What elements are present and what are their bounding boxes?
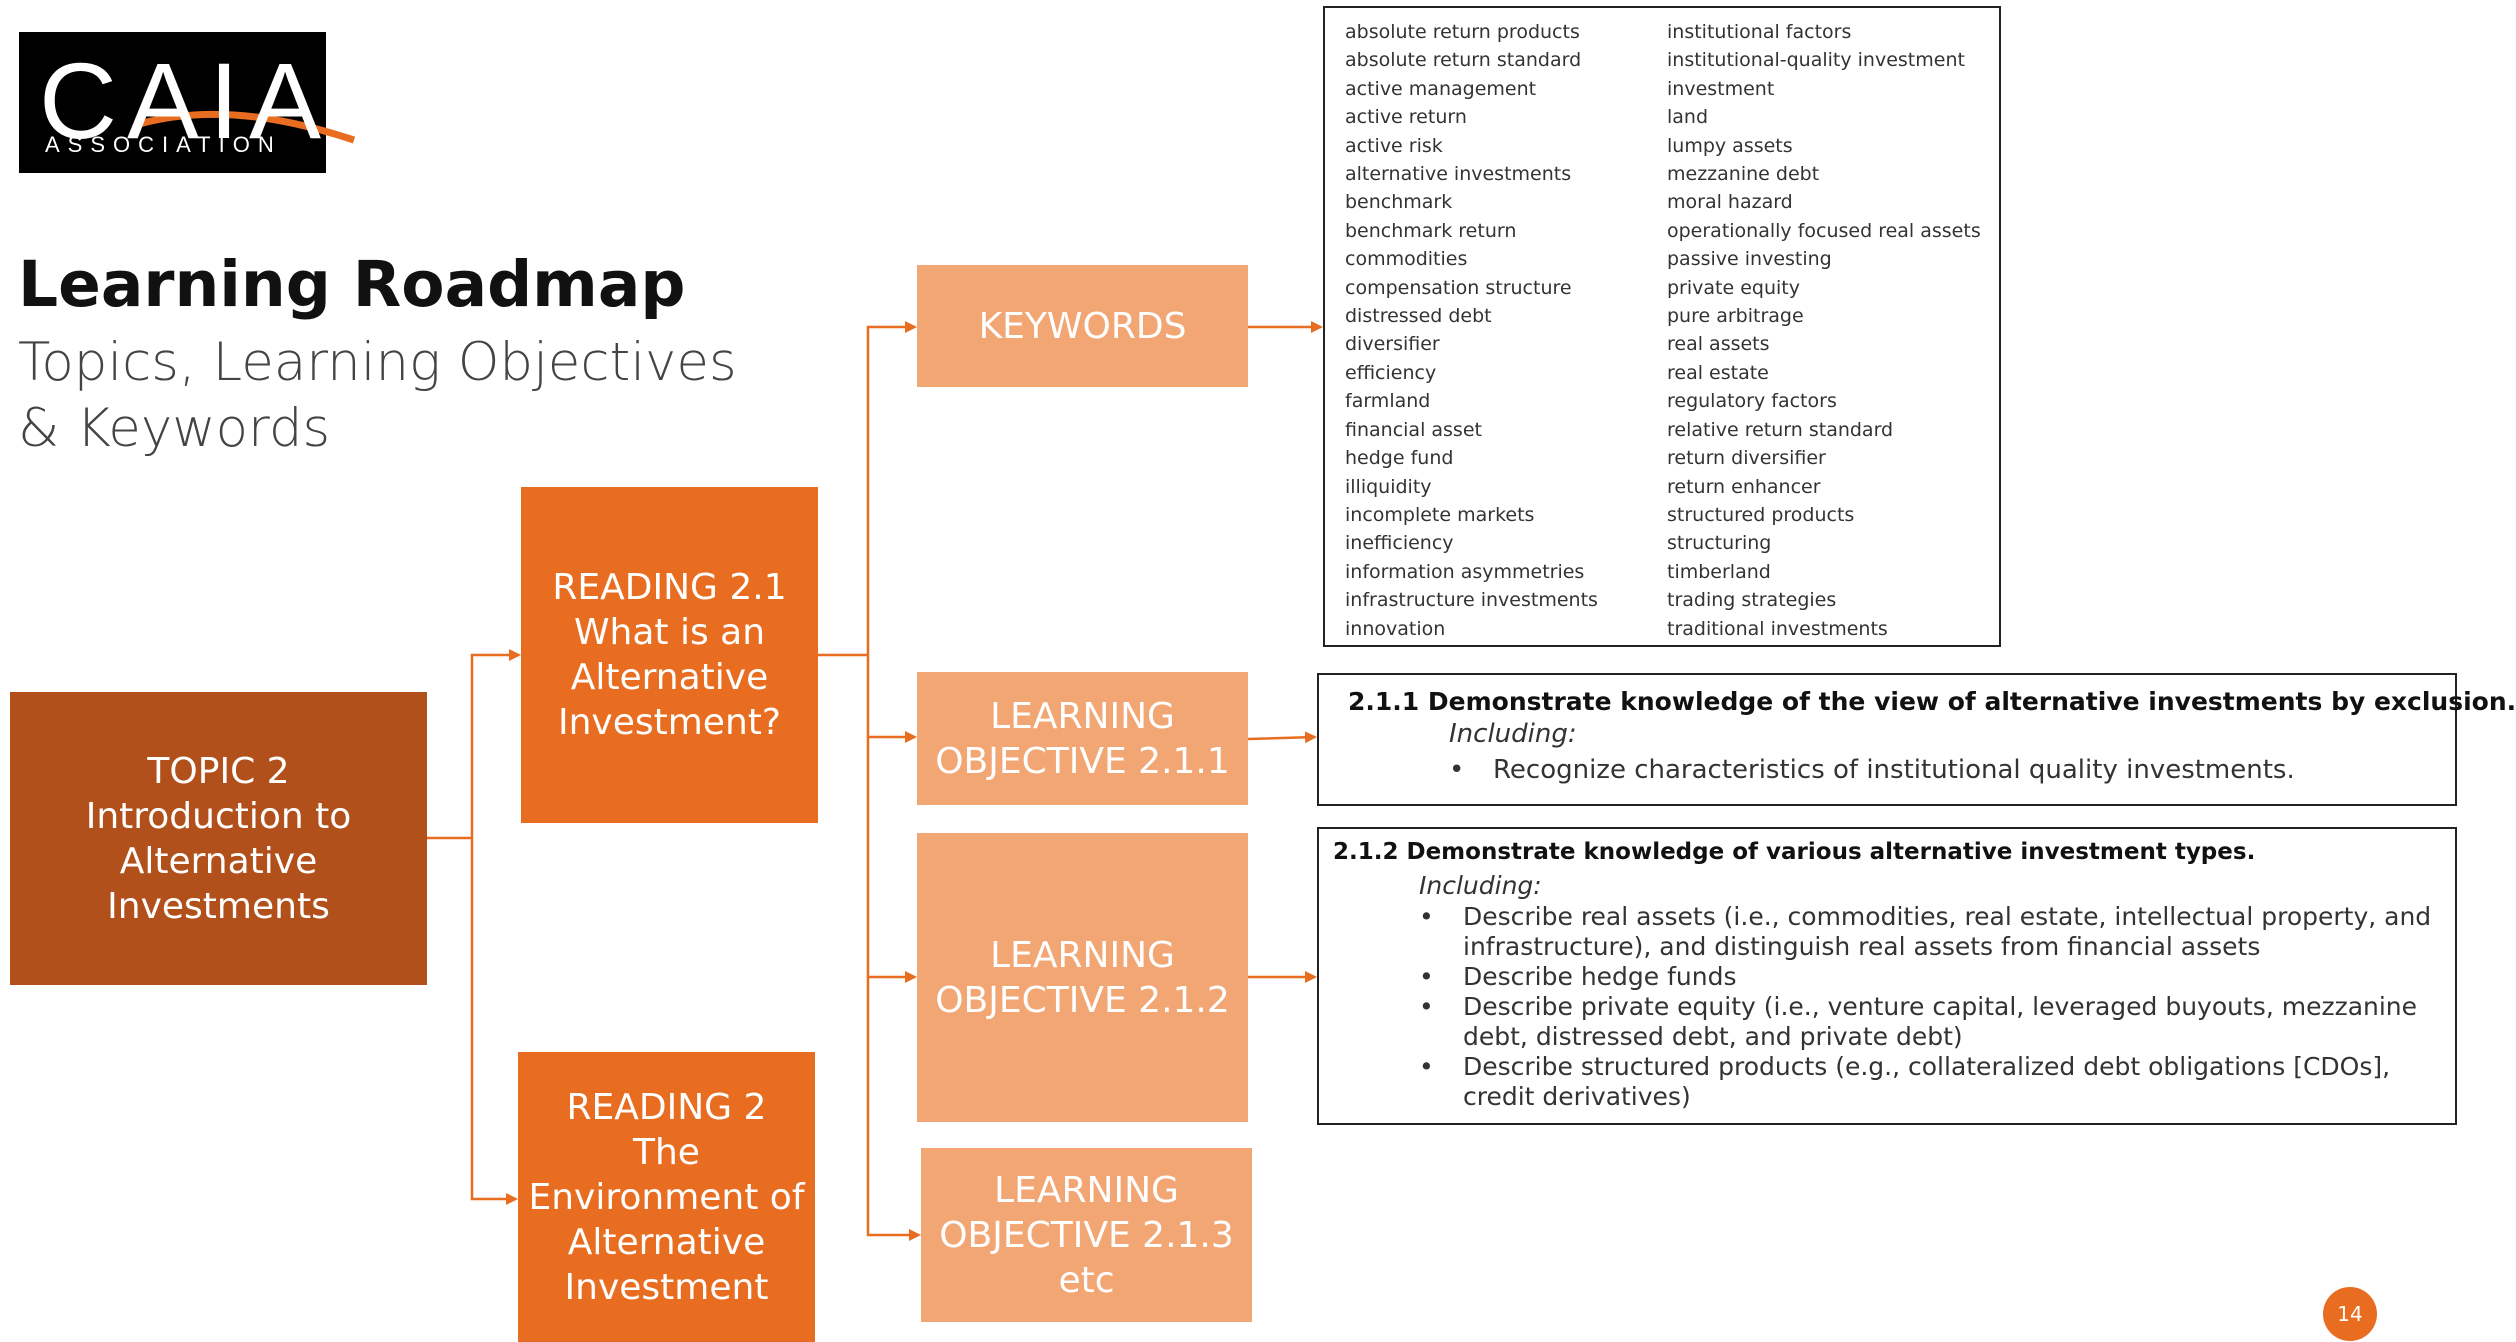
bullet-text: Describe real assets (i.e., commodities,…: [1463, 902, 2432, 961]
connector-r21-lo212: [866, 737, 917, 983]
keyword-item: compensation structure: [1345, 276, 1572, 299]
keywords-panel: absolute return products absolute return …: [1323, 6, 2001, 647]
learning-objective-2-1-3-box: LEARNING OBJECTIVE 2.1.3 etc: [921, 1148, 1252, 1322]
reading-2-box: READING 2 The Environment of Alternative…: [518, 1052, 815, 1342]
keyword-item: farmland: [1345, 390, 1431, 413]
keyword-item: infrastructure investments: [1345, 589, 1598, 612]
keyword-item: operationally focused real assets: [1667, 219, 1981, 242]
page-number: 14: [2323, 1287, 2377, 1341]
objective-bullet: • Describe structured products (e.g., col…: [1419, 1052, 2449, 1112]
keyword-item: benchmark: [1345, 191, 1453, 214]
connector-r21-keywords: [866, 321, 917, 655]
objective-2-1-2-panel: 2.1.2 Demonstrate knowledge of various a…: [1317, 827, 2457, 1125]
keyword-item: trading strategies: [1667, 589, 1837, 612]
objective-bullet: • Describe real assets (i.e., commodities…: [1419, 902, 2449, 962]
keyword-item: alternative investments: [1345, 163, 1572, 186]
keyword-item: inefficiency: [1345, 532, 1454, 555]
keyword-item: absolute return products: [1345, 21, 1580, 43]
keyword-item: timberland: [1667, 560, 1771, 583]
keyword-item: passive investing: [1667, 248, 1832, 271]
bullet-text: Describe structured products (e.g., coll…: [1463, 1052, 2391, 1111]
objective-bullet: • Describe private equity (i.e., venture …: [1419, 992, 2449, 1052]
keyword-item: institutional factors: [1667, 21, 1852, 43]
keyword-item: mezzanine debt: [1667, 163, 1820, 186]
topic-box: TOPIC 2 Introduction to Alternative Inve…: [10, 692, 427, 985]
keyword-item: structured products: [1667, 503, 1855, 526]
objective-including-label: Including:: [1449, 719, 1577, 749]
objective-including-label: Including:: [1419, 871, 1542, 900]
keywords-box: KEYWORDS: [917, 265, 1248, 387]
objective-bullets: • Recognize characteristics of institutio…: [1449, 755, 2429, 785]
keyword-item: real estate: [1667, 361, 1769, 384]
objective-bullets: • Describe real assets (i.e., commodities…: [1419, 902, 2449, 1112]
keyword-item: structuring: [1667, 532, 1772, 555]
keyword-item: absolute return standard: [1345, 49, 1582, 72]
keyword-item: lumpy assets: [1667, 134, 1793, 157]
bullet-icon: •: [1419, 962, 1434, 991]
keyword-item: efficiency: [1345, 361, 1437, 384]
keyword-item: return diversifier: [1667, 447, 1826, 470]
keyword-item: hedge fund: [1345, 447, 1454, 470]
keyword-item: real assets: [1667, 333, 1770, 356]
keyword-item: traditional investments: [1667, 617, 1888, 640]
logo-wordmark: CAIA: [39, 40, 332, 161]
keyword-item: active risk: [1345, 134, 1443, 157]
keyword-item: diversifier: [1345, 333, 1440, 356]
keyword-item: incomplete markets: [1345, 503, 1535, 526]
objective-2-1-1-panel: 2.1.1 Demonstrate knowledge of the view …: [1317, 673, 2516, 806]
keyword-item: relative return standard: [1667, 418, 1894, 441]
page-subtitle: Topics, Learning Objectives & Keywords: [18, 332, 737, 459]
connector-r21-lo211: [866, 655, 917, 743]
keyword-item: return enhancer: [1667, 475, 1821, 498]
keyword-item: pure arbitrage: [1667, 305, 1804, 328]
keyword-item: illiquidity: [1345, 475, 1432, 498]
reading-2-1-box: READING 2.1 What is an Alternative Inves…: [521, 487, 818, 823]
learning-objective-2-1-1-box: LEARNING OBJECTIVE 2.1.1: [917, 672, 1248, 805]
keyword-item: information asymmetries: [1345, 560, 1585, 583]
logo-swoosh-icon: [138, 110, 356, 144]
connector-topic-r21: [470, 649, 521, 838]
keyword-item: investment: [1667, 77, 1775, 100]
keyword-item: land: [1667, 106, 1709, 129]
objective-heading: 2.1.1 Demonstrate knowledge of the view …: [1348, 687, 2516, 716]
connector-lines: [427, 321, 1323, 1241]
logo-subtext: ASSOCIATION: [45, 132, 282, 157]
keyword-item: financial asset: [1345, 418, 1482, 441]
objective-heading: 2.1.2 Demonstrate knowledge of various a…: [1333, 839, 2256, 865]
keyword-item: commodities: [1345, 248, 1468, 271]
keyword-item: active return: [1345, 106, 1467, 129]
page-title: Learning Roadmap: [18, 248, 686, 321]
objective-bullet: • Recognize characteristics of institutio…: [1449, 755, 2429, 785]
keywords-column-1: absolute return products absolute return …: [1345, 18, 1598, 643]
connector-r21-lo213: [866, 977, 921, 1241]
bullet-text: Describe private equity (i.e., venture c…: [1463, 992, 2418, 1051]
connector-lo211-panel: [1247, 731, 1317, 744]
keyword-item: private equity: [1667, 276, 1800, 299]
keywords-column-2: institutional factors institutional-quali…: [1667, 18, 1981, 643]
objective-bullet: • Describe hedge funds: [1419, 962, 2449, 992]
bullet-icon: •: [1419, 992, 1434, 1021]
bullet-icon: •: [1419, 1052, 1434, 1081]
learning-objective-2-1-2-box: LEARNING OBJECTIVE 2.1.2: [917, 833, 1248, 1122]
keyword-item: innovation: [1345, 617, 1446, 640]
bullet-icon: •: [1449, 755, 1465, 785]
bullet-text: Describe hedge funds: [1463, 962, 1737, 991]
keyword-item: benchmark return: [1345, 219, 1517, 242]
bullet-text: Recognize characteristics of institution…: [1493, 755, 2295, 785]
connector-topic-r2: [470, 838, 518, 1205]
caia-logo: CAIA ASSOCIATION: [19, 32, 356, 173]
keyword-item: institutional-quality investment: [1667, 49, 1965, 72]
keyword-item: active management: [1345, 77, 1537, 100]
keyword-item: distressed debt: [1345, 305, 1492, 328]
bullet-icon: •: [1419, 902, 1434, 931]
keyword-item: moral hazard: [1667, 191, 1793, 214]
keyword-item: regulatory factors: [1667, 390, 1837, 413]
